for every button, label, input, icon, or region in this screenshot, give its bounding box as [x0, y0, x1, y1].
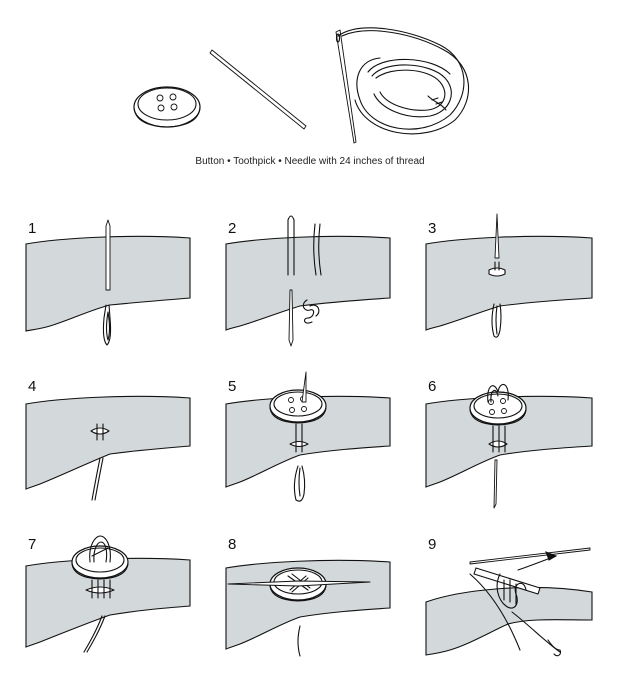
- step-number-5: 5: [228, 378, 237, 395]
- step-7-illustration: [25, 535, 191, 653]
- step-number-9: 9: [428, 536, 437, 553]
- supply-toothpick-illustration: [209, 49, 307, 130]
- step-number-1: 1: [28, 220, 37, 237]
- supplies: [133, 27, 469, 144]
- step-3-illustration: [425, 213, 593, 338]
- step-number-8: 8: [228, 536, 237, 553]
- step-5-illustration: [225, 371, 391, 502]
- step-9-illustration: [425, 547, 593, 657]
- step-number-4: 4: [28, 378, 37, 395]
- supply-needle-thread-illustration: [335, 27, 469, 144]
- step-1-illustration: [25, 219, 191, 346]
- step-8-illustration: [225, 559, 391, 657]
- supplies-caption: Button • Toothpick • Needle with 24 inch…: [195, 156, 425, 167]
- step-2-illustration: [225, 215, 391, 347]
- step-6-illustration: [425, 383, 593, 509]
- step-4-illustration: [25, 395, 191, 501]
- step-number-2: 2: [228, 220, 237, 237]
- step-number-6: 6: [428, 378, 437, 395]
- step-number-3: 3: [428, 220, 437, 237]
- supply-button-illustration: [133, 86, 201, 128]
- step-number-7: 7: [28, 536, 37, 553]
